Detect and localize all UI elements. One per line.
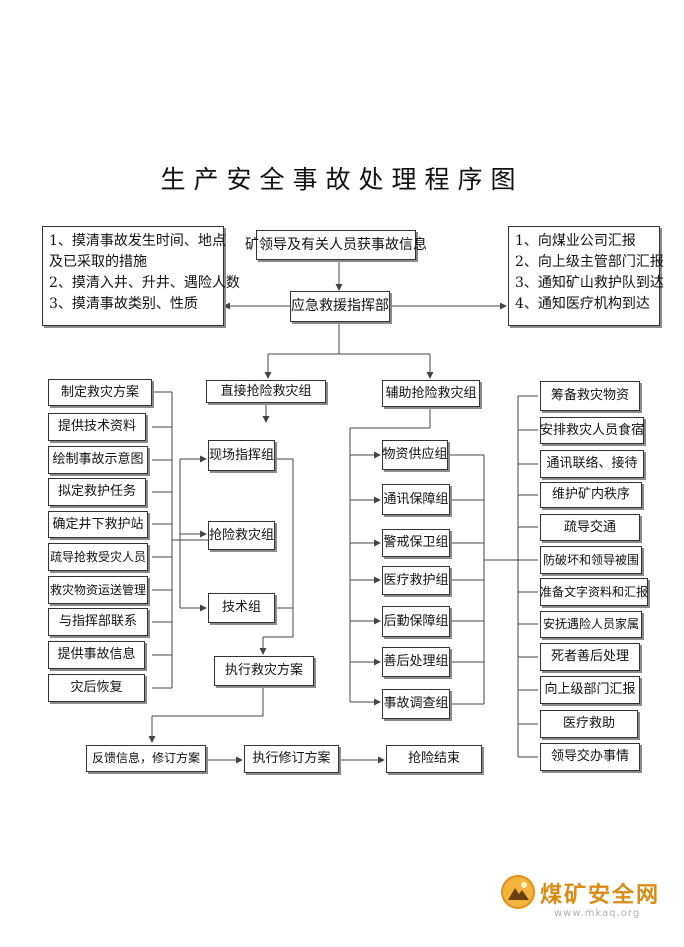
watermark-name: 煤矿安全网 bbox=[540, 883, 661, 908]
left-task-box: 拟定救护任务 bbox=[48, 478, 146, 506]
right-task-box: 疏导交通 bbox=[540, 514, 640, 541]
note-line: 3、摸清事故类别、性质 bbox=[49, 296, 198, 312]
assist-group-box: 物资供应组 bbox=[382, 440, 448, 470]
note-line: 4、通知医疗机构到达 bbox=[515, 296, 650, 312]
note-line: 2、摸清入井、升井、遇险人数 bbox=[49, 275, 240, 291]
left-task-box: 疏导抢救受灾人员 bbox=[48, 543, 148, 571]
direct-group-box: 现场指挥组 bbox=[208, 440, 275, 471]
right-task-box: 防破坏和领导被围 bbox=[540, 546, 642, 574]
right-task-box: 医疗救助 bbox=[540, 710, 638, 738]
right-task-box: 安排救灾人员食宿 bbox=[540, 417, 644, 444]
right-task-box: 领导交办事情 bbox=[540, 743, 640, 771]
assist-group-box: 警戒保卫组 bbox=[382, 529, 450, 557]
feedback-box: 反馈信息，修订方案 bbox=[86, 745, 206, 772]
assist-rescue-title: 辅助抢险救灾组 bbox=[382, 380, 480, 407]
right-notes-box: 1、向煤业公司汇报 2、向上级主管部门汇报 3、通知矿山救护队到达 4、通知医疗… bbox=[508, 226, 664, 326]
left-task-box: 救灾物资运送管理 bbox=[48, 576, 148, 604]
direct-rescue-title: 直接抢险救灾组 bbox=[206, 380, 326, 403]
left-task-box: 与指挥部联系 bbox=[48, 608, 148, 636]
left-task-box: 提供事故信息 bbox=[48, 641, 145, 669]
right-task-box: 维护矿内秩序 bbox=[540, 482, 642, 508]
right-task-box: 向上级部门汇报 bbox=[540, 676, 640, 704]
note-line: 及已采取的措施 bbox=[49, 254, 147, 270]
note-line: 3、通知矿山救护队到达 bbox=[515, 275, 664, 291]
right-task-box: 筹备救灾物资 bbox=[540, 381, 640, 411]
left-task-box: 绘制事故示意图 bbox=[48, 446, 148, 474]
revised-plan-box: 执行修订方案 bbox=[244, 745, 339, 773]
info-received-box: 矿领导及有关人员获事故信息 bbox=[245, 230, 427, 260]
left-task-box: 灾后恢复 bbox=[48, 674, 145, 702]
note-line: 1、向煤业公司汇报 bbox=[515, 233, 636, 249]
assist-group-box: 通讯保障组 bbox=[382, 484, 450, 515]
left-task-box: 确定井下救护站 bbox=[48, 511, 148, 538]
right-task-box: 准备文字资料和汇报 bbox=[540, 578, 648, 606]
direct-group-box: 抢险救灾组 bbox=[208, 521, 275, 550]
note-line: 1、摸清事故发生时间、地点 bbox=[49, 233, 226, 249]
assist-group-box: 后勤保障组 bbox=[382, 606, 450, 637]
direct-group-box: 技术组 bbox=[208, 593, 275, 623]
right-task-box: 死者善后处理 bbox=[540, 643, 640, 671]
left-notes-box: 1、摸清事故发生时间、地点 及已采取的措施 2、摸清入井、升井、遇险人数 3、摸… bbox=[42, 226, 240, 326]
note-line: 2、向上级主管部门汇报 bbox=[515, 254, 664, 270]
assist-group-box: 事故调查组 bbox=[382, 689, 450, 719]
left-task-box: 制定救灾方案 bbox=[48, 379, 152, 406]
mkaq-logo-icon bbox=[501, 875, 535, 909]
execute-plan-box: 执行救灾方案 bbox=[214, 656, 314, 686]
right-task-box: 通讯联络、接待 bbox=[540, 450, 644, 478]
assist-group-box: 善后处理组 bbox=[382, 647, 450, 677]
rescue-end-box: 抢险结束 bbox=[386, 745, 482, 773]
command-center-box: 应急救援指挥部 bbox=[290, 291, 390, 322]
page-title: 生产安全事故处理程序图 bbox=[160, 165, 524, 194]
assist-group-box: 医疗救护组 bbox=[382, 566, 450, 595]
left-task-box: 提供技术资料 bbox=[48, 413, 146, 441]
right-task-box: 安抚遇险人员家属 bbox=[540, 611, 642, 638]
watermark-url: www.mkaq.org bbox=[554, 908, 641, 919]
